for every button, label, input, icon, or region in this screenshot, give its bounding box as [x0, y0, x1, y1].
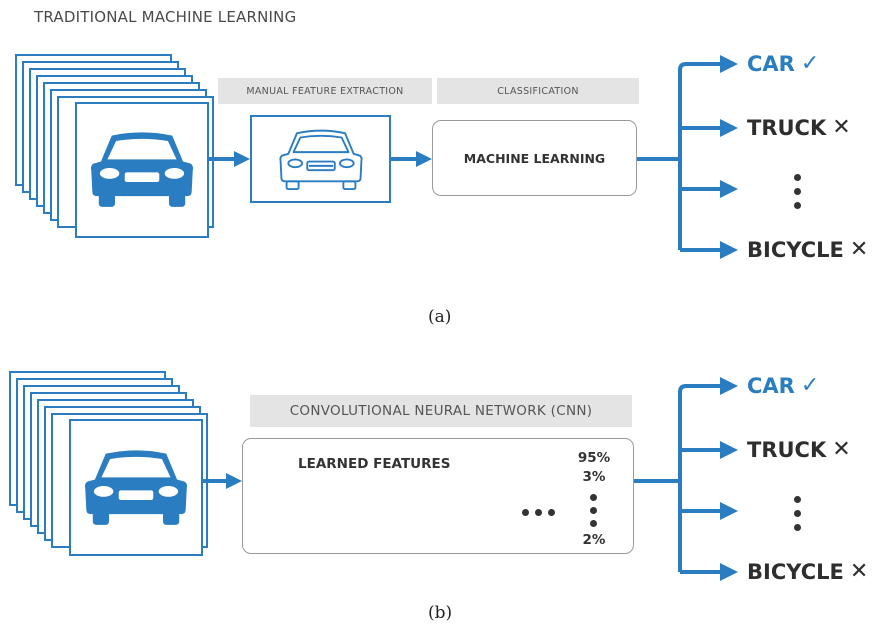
- output-label: TRUCK: [747, 437, 827, 462]
- section-title: TRADITIONAL MACHINE LEARNING: [34, 8, 297, 26]
- output-label: BICYCLE: [747, 559, 844, 584]
- output-car: CAR ✓: [747, 51, 819, 76]
- output-car: CAR ✓: [747, 373, 819, 398]
- machine-learning-box: MACHINE LEARNING: [432, 120, 637, 196]
- cnn-label: CONVOLUTIONAL NEURAL NETWORK (CNN): [250, 395, 632, 427]
- output-truck: TRUCK ✕: [747, 437, 851, 462]
- arrow-head-icon: [234, 151, 250, 167]
- arrow-head-icon: [226, 473, 242, 489]
- x-icon: ✕: [832, 115, 851, 140]
- check-icon: ✓: [800, 373, 820, 398]
- x-icon: ✕: [849, 237, 869, 262]
- output-label: CAR: [747, 373, 795, 398]
- output-label: CAR: [747, 51, 795, 76]
- learned-features-label: LEARNED FEATURES: [298, 456, 451, 472]
- x-icon: ✕: [849, 559, 869, 584]
- ellipsis-icon: [590, 494, 597, 527]
- output-arrow-heads-a: [720, 55, 738, 259]
- output-tree-b: [678, 384, 722, 574]
- prob-bicycle: 2%: [582, 532, 606, 548]
- manual-feature-label: MANUAL FEATURE EXTRACTION: [218, 78, 432, 104]
- ellipsis-icon: [794, 496, 801, 531]
- output-tree-a: [678, 62, 722, 252]
- arrow-head-icon: [416, 151, 432, 167]
- cnn-box: [242, 438, 634, 554]
- prob-car: 95%: [577, 450, 611, 466]
- ellipsis-icon: [522, 509, 555, 516]
- caption-a: (a): [428, 307, 452, 327]
- check-icon: ✓: [800, 51, 820, 76]
- classification-label: CLASSIFICATION: [437, 78, 639, 104]
- output-bicycle: BICYCLE ✕: [747, 559, 868, 584]
- feature-box: [250, 115, 391, 203]
- output-label: TRUCK: [747, 115, 827, 140]
- prob-truck: 3%: [582, 469, 606, 485]
- ellipsis-icon: [794, 174, 801, 209]
- output-truck: TRUCK ✕: [747, 115, 851, 140]
- x-icon: ✕: [832, 437, 851, 462]
- output-bicycle: BICYCLE ✕: [747, 237, 868, 262]
- caption-b: (b): [428, 603, 453, 623]
- output-label: BICYCLE: [747, 237, 844, 262]
- output-arrow-heads-b: [720, 377, 738, 581]
